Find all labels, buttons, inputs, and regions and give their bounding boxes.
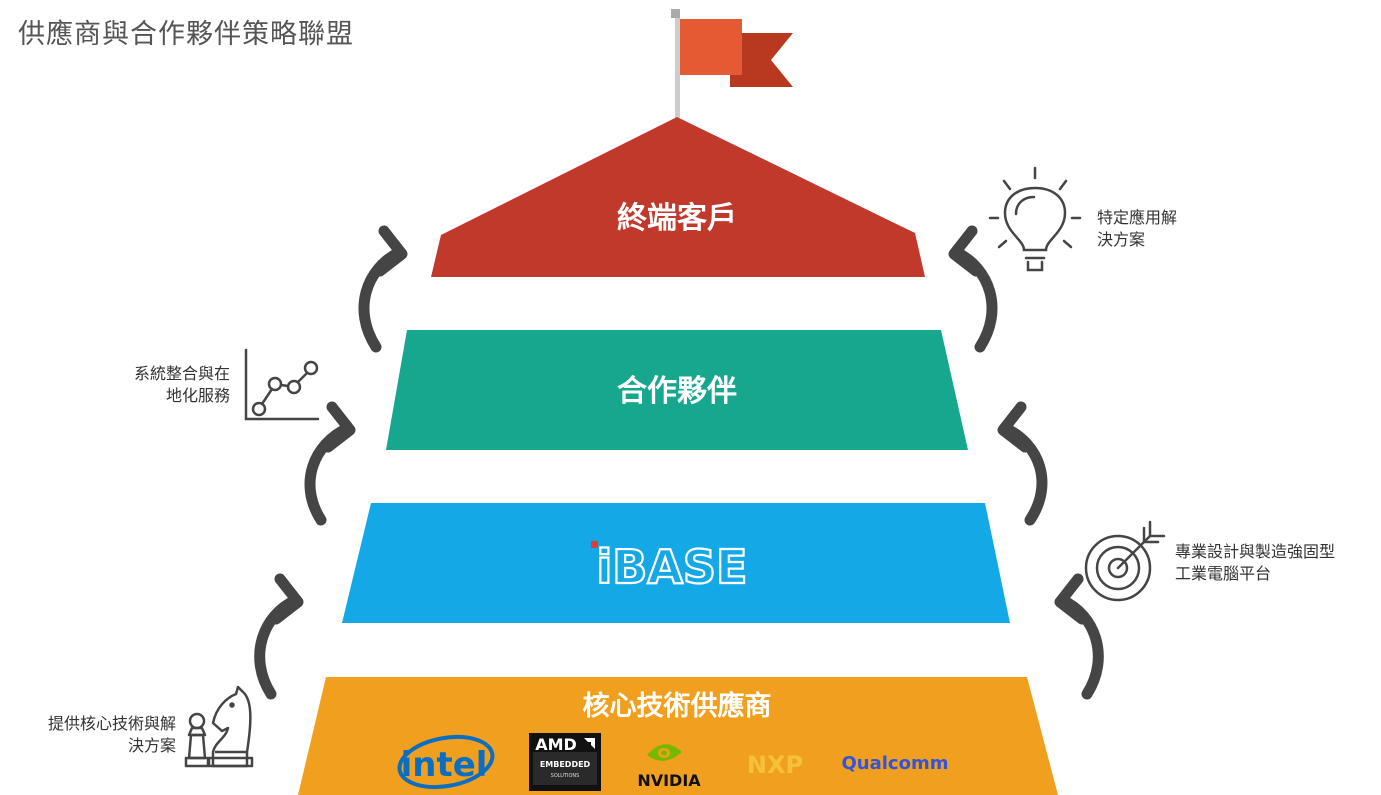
intel-logo: intel xyxy=(397,734,495,790)
page-title: 供應商與合作夥伴策略聯盟 xyxy=(18,19,354,50)
arrow-right-top xyxy=(948,225,998,353)
nxp-logo: NXP xyxy=(747,751,803,779)
arrow-right-middle xyxy=(997,401,1048,526)
side-label-integration-line2: 地化服務 xyxy=(165,386,230,405)
arrow-left-middle xyxy=(304,401,356,526)
side-label-integration-line1: 系統整合與在 xyxy=(133,364,230,383)
side-label-integration: 系統整合與在 地化服務 xyxy=(98,363,230,407)
amd-solutions-text: SOLUTIONS xyxy=(551,773,580,779)
tier-supplier-label: 核心技術供應商 xyxy=(583,690,772,722)
side-label-design-line2: 工業電腦平台 xyxy=(1175,564,1272,583)
nvidia-logo-text: NVIDIA xyxy=(637,771,701,790)
arrow-left-bottom xyxy=(254,573,304,700)
flag-icon xyxy=(671,9,793,118)
line-chart-icon xyxy=(244,348,320,421)
amd-logo-text: AMD xyxy=(535,735,577,754)
tier-partner-label: 合作夥伴 xyxy=(617,374,737,409)
nvidia-logo: NVIDIA xyxy=(637,744,701,790)
nxp-logo-text: NXP xyxy=(747,751,803,779)
side-label-solutions-line1: 特定應用解 xyxy=(1097,208,1178,227)
tier-customer-label: 終端客戶 xyxy=(617,201,737,236)
tier-partner: 合作夥伴 xyxy=(386,330,968,450)
amd-logo: AMD EMBEDDED SOLUTIONS xyxy=(529,733,601,791)
target-icon xyxy=(1084,520,1166,602)
intel-logo-text: intel xyxy=(401,745,488,785)
arrow-right-bottom xyxy=(1054,573,1104,700)
chess-icon xyxy=(184,685,254,768)
side-label-core-tech-line2: 決方案 xyxy=(127,736,176,755)
ibase-logo-text: iBASE xyxy=(597,540,748,594)
tier-customer: 終端客戶 xyxy=(431,117,925,277)
side-label-solutions: 特定應用解 決方案 xyxy=(1097,207,1177,251)
amd-embedded-text: EMBEDDED xyxy=(540,760,591,769)
side-label-design: 專業設計與製造強固型 工業電腦平台 xyxy=(1175,541,1335,585)
qualcomm-logo: Qualcomm xyxy=(842,753,949,774)
side-label-solutions-line2: 決方案 xyxy=(1097,230,1146,249)
lightbulb-icon xyxy=(988,166,1082,272)
tier-ibase: iBASE xyxy=(342,503,1010,623)
qualcomm-logo-text: Qualcomm xyxy=(842,753,949,774)
side-label-core-tech-line1: 提供核心技術與解 xyxy=(47,714,176,733)
side-label-core-tech: 提供核心技術與解 決方案 xyxy=(6,713,176,757)
ibase-logo: iBASE xyxy=(591,539,749,595)
side-label-design-line1: 專業設計與製造強固型 xyxy=(1175,542,1336,561)
arrow-left-top xyxy=(358,225,408,353)
